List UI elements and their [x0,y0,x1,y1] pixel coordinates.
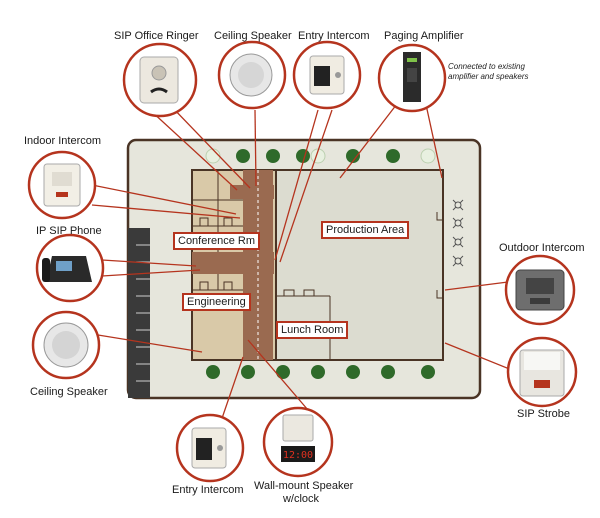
device-ip-sip-phone [35,233,105,303]
device-ceiling-speaker-top [217,40,287,110]
paging-note-line-1: Connected to existing [448,62,525,71]
label-ceiling-speaker-top: Ceiling Speaker [214,30,292,42]
room-label-conference: Conference Rm [173,232,261,250]
tree-row-top [205,148,436,164]
tree-row-bottom [206,365,435,379]
label-ip-sip-phone: IP SIP Phone [36,225,102,237]
label-ceiling-speaker-left: Ceiling Speaker [30,386,108,398]
corridor-top [230,185,274,199]
label-indoor-intercom: Indoor Intercom [24,135,102,147]
label-paging-amplifier: Paging Amplifier [384,30,464,42]
clock-display: 12:00 [283,450,313,461]
label-entry-intercom-top: Entry Intercom [298,30,370,42]
device-outdoor-intercom [504,254,576,326]
device-ceiling-speaker-left [31,310,101,380]
room-label-lunch: Lunch Room [276,321,349,339]
label-wall-mount-speaker-line-1: Wall-mount Speaker [254,480,354,492]
label-outdoor-intercom: Outdoor Intercom [499,242,585,254]
label-entry-intercom-bottom: Entry Intercom [172,484,244,496]
device-wall-mount-speaker: 12:00 [262,406,334,478]
label-sip-office-ringer: SIP Office Ringer [114,30,199,42]
device-paging-amplifier [377,43,447,113]
device-sip-office-ringer [122,42,198,118]
room-label-production: Production Area [321,221,410,239]
paging-note-line-2: amplifier and speakers [448,72,529,81]
label-wall-mount-speaker-line-2: w/clock [282,493,320,505]
corridor-horizontal [192,252,274,274]
device-entry-intercom-top [292,40,362,110]
device-indoor-intercom [27,150,97,220]
paging-note: Connected to existing amplifier and spea… [448,62,528,82]
label-sip-strobe: SIP Strobe [517,408,570,420]
label-wall-mount-speaker: Wall-mount Speaker w/clock [254,480,354,506]
callout-lines [91,99,513,431]
device-entry-intercom-bottom [175,413,245,483]
room-label-engineering: Engineering [182,293,251,311]
device-sip-strobe [506,336,578,408]
